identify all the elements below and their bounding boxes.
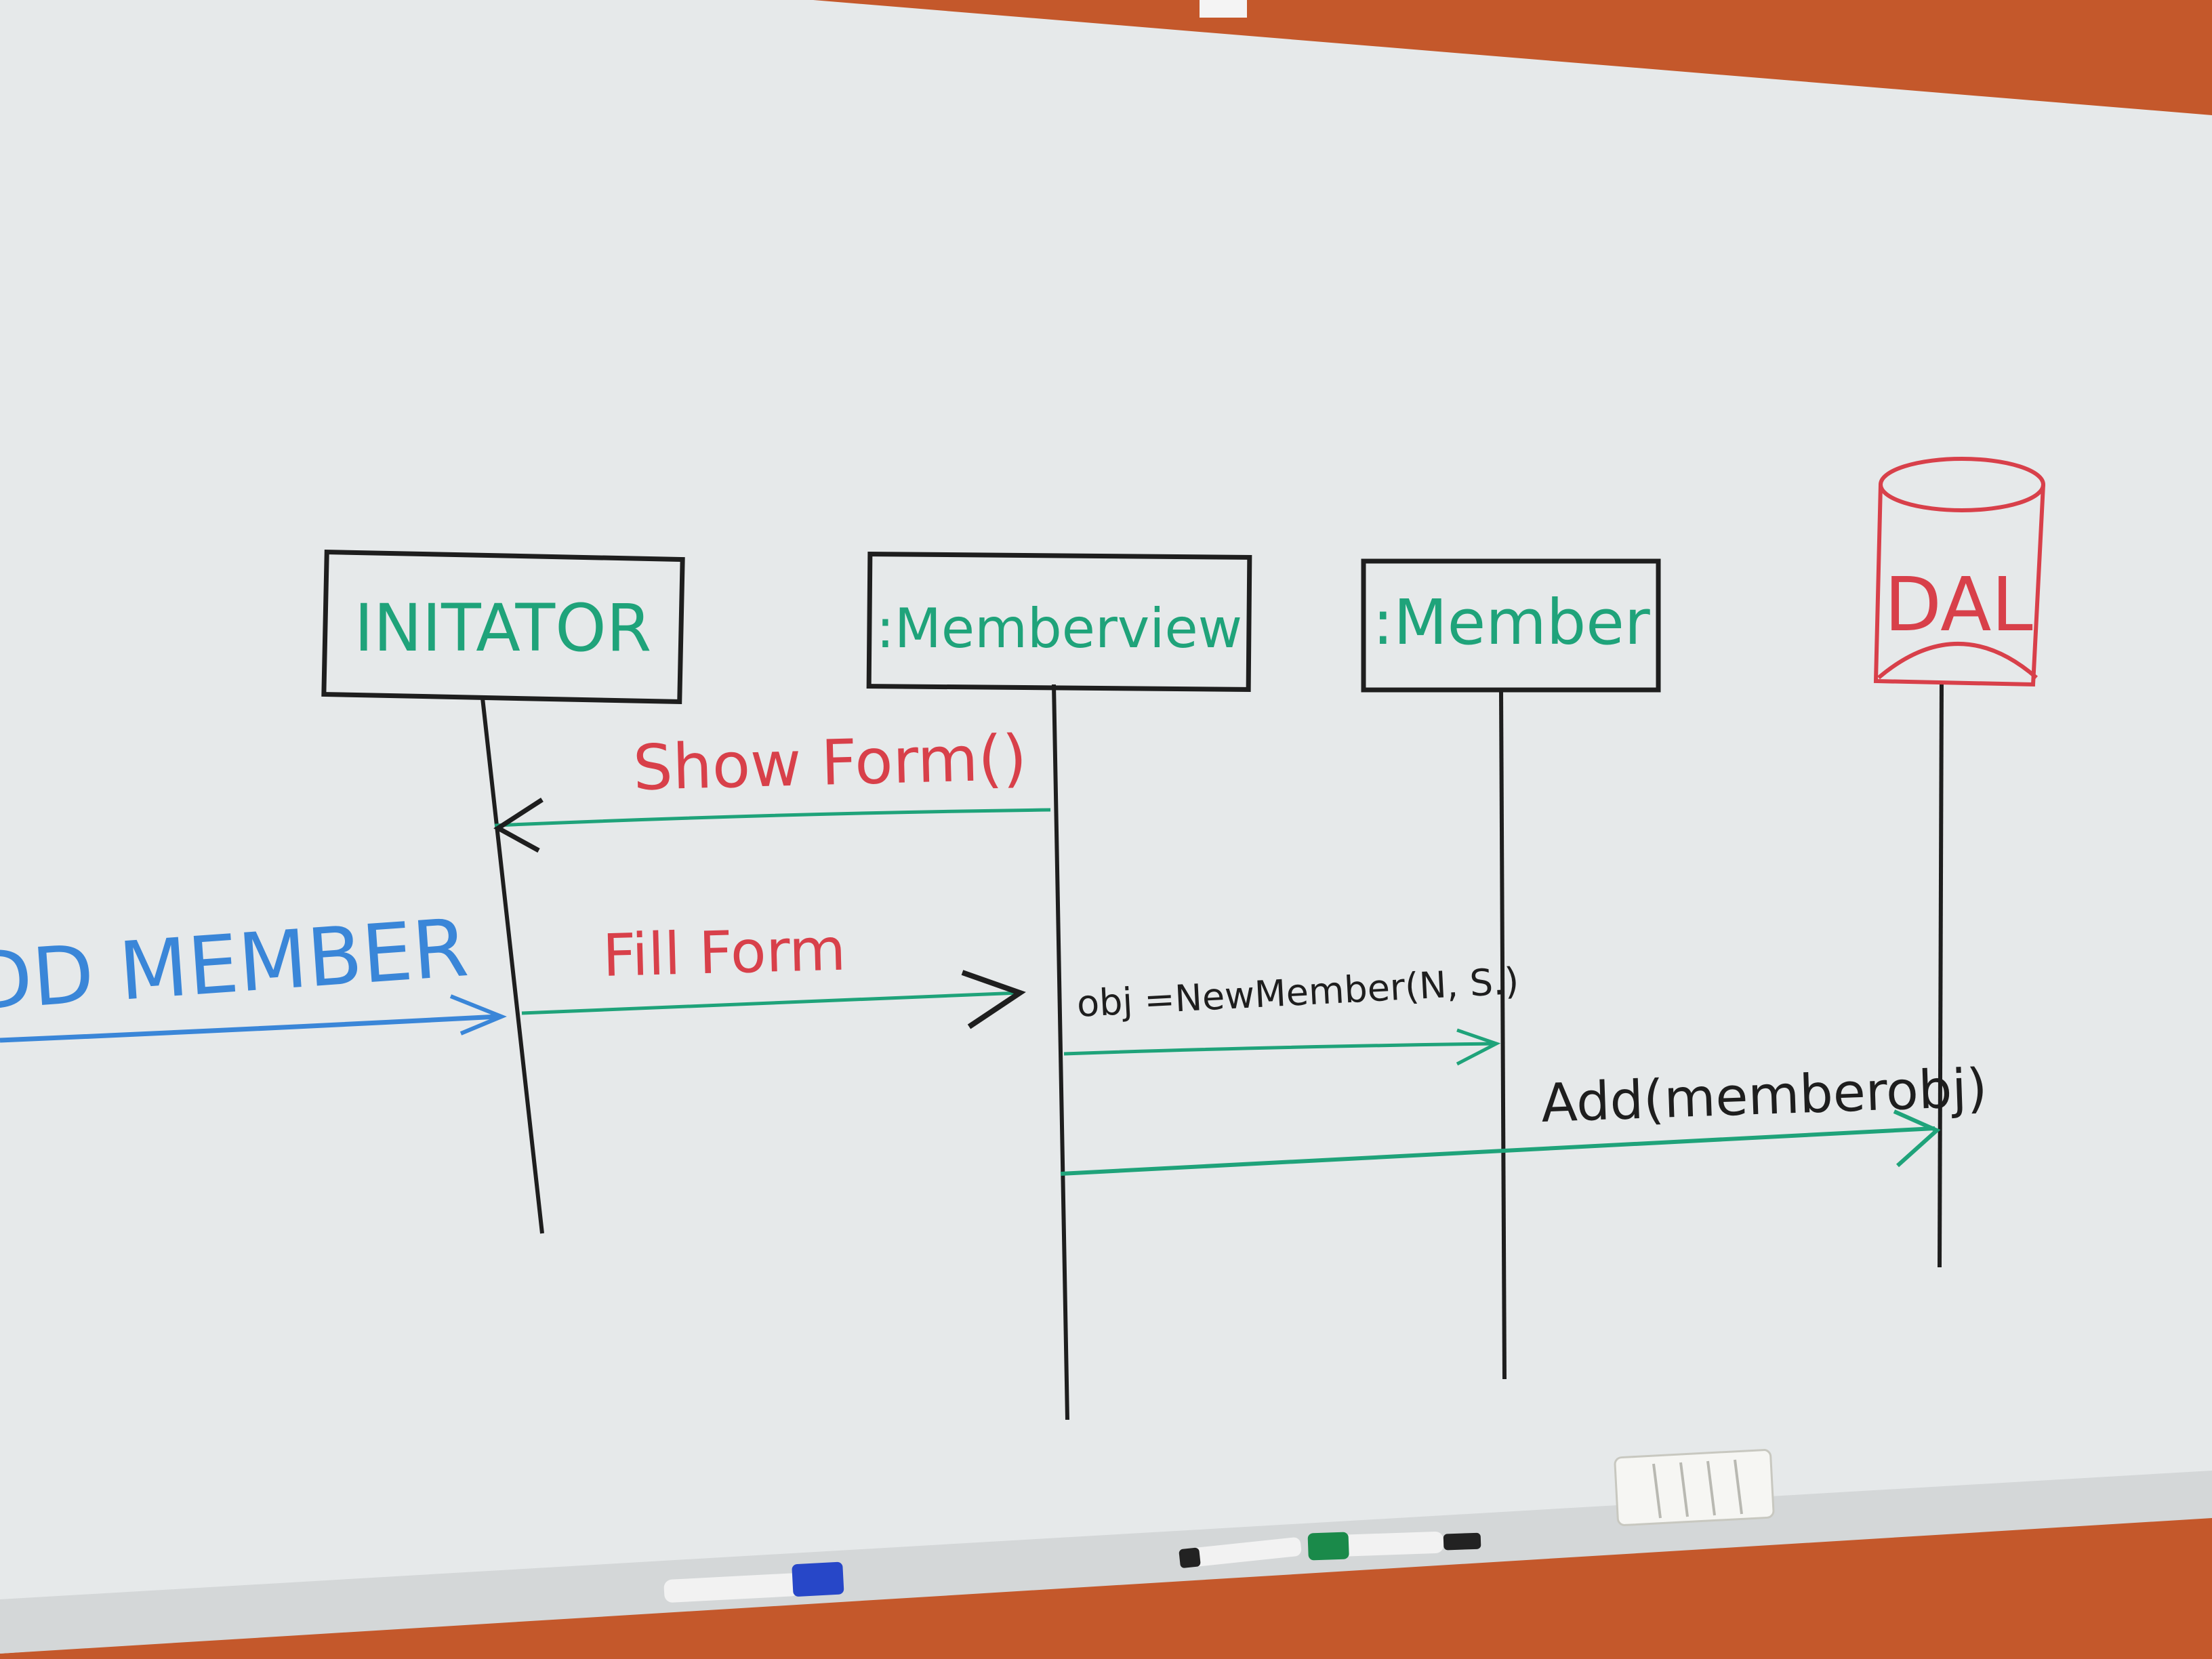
cylinder-bottom-arc <box>1877 642 2038 680</box>
marker-body <box>1179 1537 1302 1568</box>
message-label: Show Form() <box>632 722 1028 804</box>
lifeline-memberview <box>1052 684 1069 1420</box>
lifeline-member <box>1499 691 1507 1380</box>
message-arrow <box>521 991 1021 1015</box>
marker-cap <box>1179 1547 1201 1568</box>
participant-memberview: :Memberview <box>866 552 1252 692</box>
message-arrow <box>1063 1042 1495 1056</box>
eraser-grooves <box>1652 1459 1743 1519</box>
message-arrow <box>0 1014 499 1043</box>
arrowhead <box>449 994 507 1036</box>
marker-black <box>1179 1537 1302 1568</box>
participant-label: DAL <box>1884 561 2032 648</box>
message-add: Add(memberobj) <box>1060 1058 1988 1176</box>
arrowhead <box>493 798 544 853</box>
participant-initiator: INITATOR <box>321 549 685 705</box>
message-arrow <box>1060 1126 1936 1176</box>
marker-cap <box>1307 1532 1349 1561</box>
eraser <box>1614 1449 1775 1526</box>
arrowhead <box>1456 1028 1501 1066</box>
participant-member: :Member <box>1361 558 1661 693</box>
lifeline-initiator <box>480 697 544 1234</box>
marker-body <box>663 1573 800 1603</box>
arrowhead <box>961 970 1026 1029</box>
marker-blue <box>663 1561 844 1603</box>
message-label: Fill Form <box>602 916 846 990</box>
marker-cap <box>792 1561 844 1597</box>
marker-green <box>1307 1531 1481 1561</box>
participant-dal: DAL <box>1873 457 2045 687</box>
participant-box <box>1361 558 1661 693</box>
message-show-form: Show Form() <box>493 722 1051 853</box>
lifeline-dal <box>1938 680 1944 1268</box>
whiteboard-top-edge <box>813 0 2212 115</box>
arrowhead <box>1893 1109 1941 1168</box>
eraser-body <box>1614 1449 1775 1526</box>
lifelines <box>480 680 1944 1420</box>
participant-box <box>866 552 1252 692</box>
marker-tip <box>1443 1532 1481 1551</box>
participant-label: :Member <box>1372 586 1650 659</box>
participant-box <box>321 549 685 705</box>
board-clip <box>1200 0 1247 18</box>
participant-label: INITATOR <box>354 590 652 666</box>
message-arrow <box>494 808 1051 827</box>
cylinder-body <box>1873 484 2045 687</box>
participant-label: :Memberview <box>876 597 1242 660</box>
message-fill-form: Fill Form <box>521 916 1026 1029</box>
